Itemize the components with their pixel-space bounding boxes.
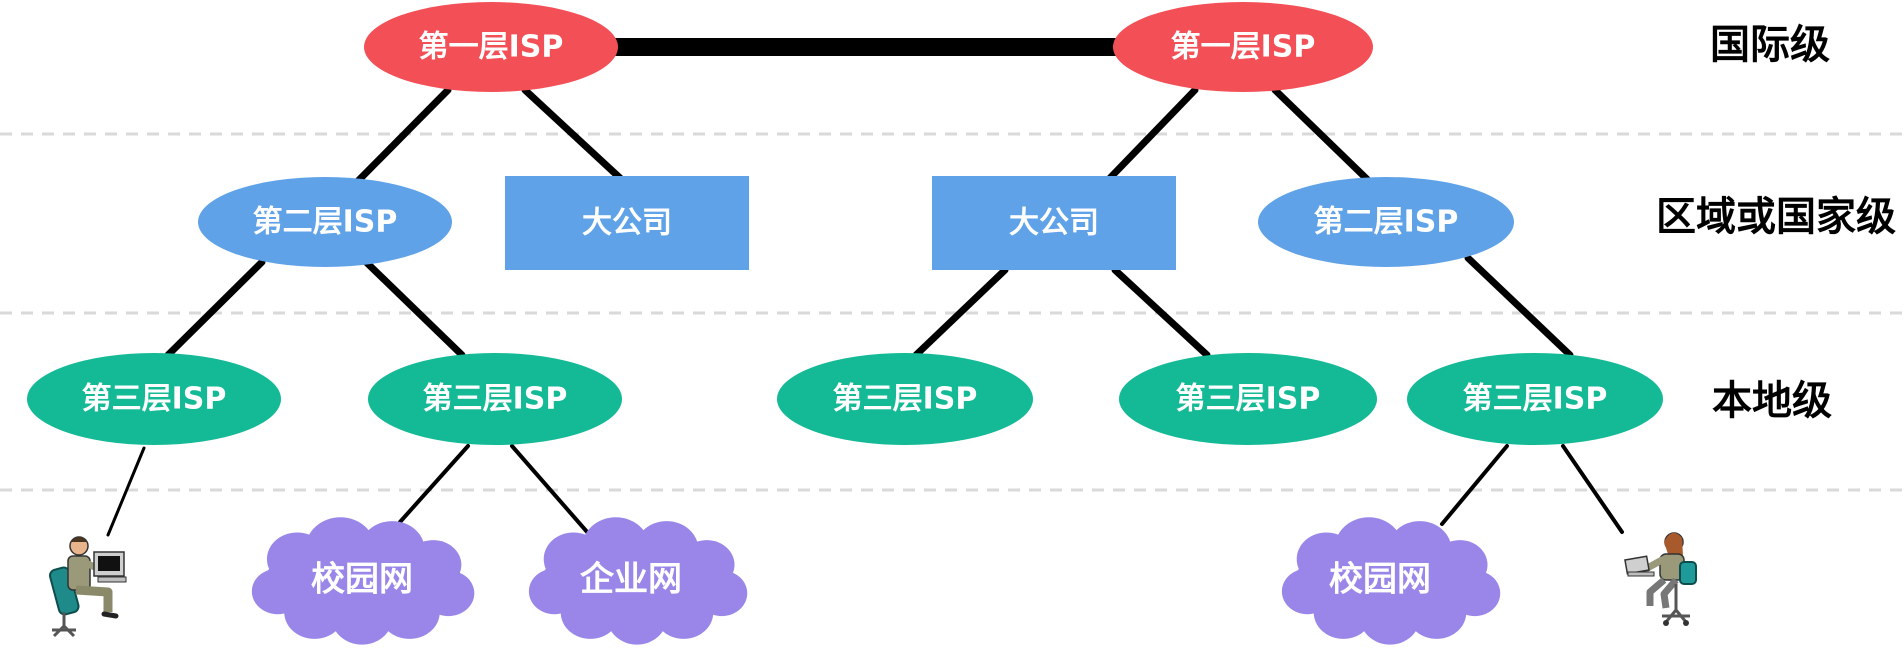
level-label-international: 国际级 bbox=[1710, 22, 1830, 68]
tier3-isp-1: 第三层ISP bbox=[27, 353, 281, 445]
tier3-isp-1-label: 第三层ISP bbox=[82, 382, 227, 417]
level-dividers bbox=[0, 132, 1904, 492]
link bbox=[164, 258, 266, 359]
campus-network-cloud-left: 校园网 bbox=[251, 517, 475, 645]
link bbox=[1464, 254, 1574, 359]
link bbox=[521, 86, 624, 182]
tier1-isp-right-label: 第一层ISP bbox=[1171, 30, 1316, 65]
big-company-left-label: 大公司 bbox=[582, 206, 672, 241]
link bbox=[1271, 86, 1376, 188]
tier2-isp-left-label: 第二层ISP bbox=[253, 205, 398, 240]
link bbox=[912, 266, 1009, 359]
campus-network-right-label: 校园网 bbox=[1329, 560, 1431, 600]
level-label-regional: 区域或国家级 bbox=[1656, 194, 1896, 240]
big-company-right: 大公司 bbox=[932, 176, 1176, 270]
tier2-isp-right-label: 第二层ISP bbox=[1314, 205, 1459, 240]
tier3-isp-5: 第三层ISP bbox=[1407, 353, 1663, 445]
level-label-local: 本地级 bbox=[1712, 378, 1832, 424]
big-company-right-label: 大公司 bbox=[1009, 206, 1099, 241]
tier3-isp-4-label: 第三层ISP bbox=[1176, 382, 1321, 417]
tier1-isp-right: 第一层ISP bbox=[1113, 2, 1373, 92]
tier3-isp-4: 第三层ISP bbox=[1119, 353, 1377, 445]
person-at-laptop-icon bbox=[1624, 532, 1697, 626]
person-at-desktop-computer-icon bbox=[48, 536, 127, 638]
link bbox=[1561, 444, 1624, 534]
connections bbox=[106, 38, 1624, 537]
link bbox=[510, 444, 590, 535]
tier2-isp-left: 第二层ISP bbox=[198, 177, 452, 267]
tier3-isp-2-label: 第三层ISP bbox=[423, 382, 568, 417]
enterprise-network-cloud: 企业网 bbox=[528, 517, 748, 645]
link bbox=[351, 86, 452, 188]
link bbox=[362, 258, 466, 359]
link bbox=[106, 446, 146, 537]
tier3-isp-3: 第三层ISP bbox=[777, 353, 1033, 445]
link bbox=[1111, 266, 1211, 359]
link bbox=[1106, 86, 1199, 182]
link bbox=[398, 444, 470, 524]
tier3-isp-3-label: 第三层ISP bbox=[833, 382, 978, 417]
campus-network-cloud-right: 校园网 bbox=[1281, 517, 1501, 645]
enterprise-network-label: 企业网 bbox=[580, 560, 682, 600]
big-company-left: 大公司 bbox=[505, 176, 749, 270]
tier3-isp-2: 第三层ISP bbox=[368, 353, 622, 445]
link bbox=[1440, 444, 1509, 526]
tier2-isp-right: 第二层ISP bbox=[1258, 177, 1514, 267]
tier1-isp-left: 第一层ISP bbox=[364, 2, 618, 92]
tier3-isp-5-label: 第三层ISP bbox=[1463, 382, 1608, 417]
campus-network-left-label: 校园网 bbox=[311, 560, 413, 600]
tier1-isp-left-label: 第一层ISP bbox=[419, 30, 564, 65]
